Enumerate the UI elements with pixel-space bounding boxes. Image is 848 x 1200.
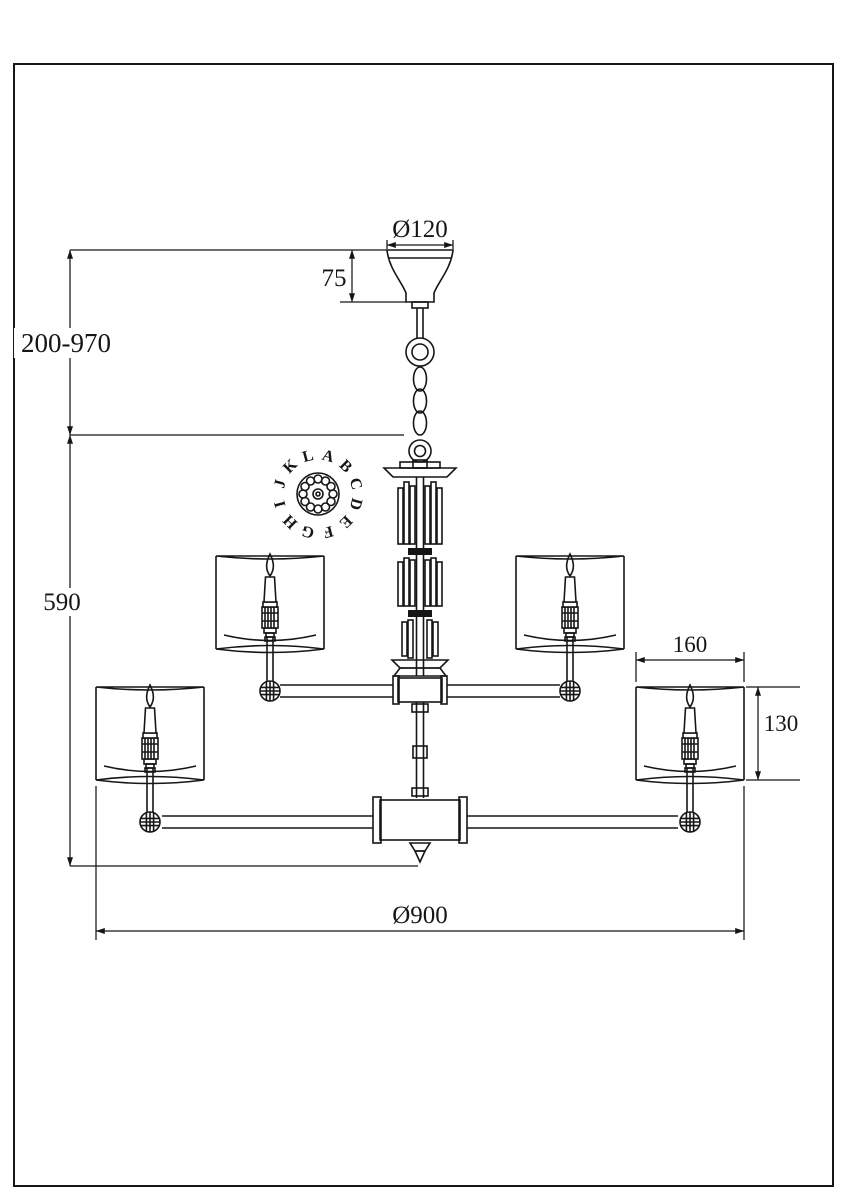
suspension-chain	[405, 308, 435, 469]
dim-shade-width: 160	[635, 632, 745, 682]
dim-canopy-diameter: Ø120	[386, 216, 454, 249]
center-rod	[411, 702, 429, 798]
dim-body-height: 590	[38, 434, 88, 867]
detail-letter: L	[301, 447, 316, 466]
border-frame	[13, 63, 834, 1187]
mounting-detail-disc: A B C D E F G H I J K L	[271, 447, 365, 542]
dim-shade-height: 130	[746, 686, 800, 781]
top-plate	[382, 461, 458, 478]
dim-suspension-range-label: 200-970	[21, 328, 111, 358]
dim-suspension-range: 200-970	[14, 249, 120, 436]
chandelier-drawing	[95, 249, 745, 864]
dim-body-height-label: 590	[43, 589, 81, 616]
detail-letter: K	[280, 456, 301, 477]
dim-overall-diameter-label: Ø900	[392, 902, 448, 929]
dim-canopy-diameter-label: Ø120	[392, 216, 448, 243]
lamp-lower-left	[95, 684, 205, 833]
dim-overall-diameter: Ø900	[95, 786, 745, 940]
lower-tier-arms	[162, 796, 678, 864]
detail-letter: B	[336, 457, 356, 477]
upper-tier-arms	[280, 675, 560, 705]
detail-letter: F	[321, 522, 335, 541]
lamp-upper-right	[515, 553, 625, 702]
ceiling-canopy	[386, 249, 454, 309]
detail-letter: D	[346, 496, 365, 512]
detail-letter: H	[280, 511, 301, 532]
detail-letter: C	[346, 476, 365, 492]
detail-letter: A	[320, 447, 336, 467]
detail-letter-ring: A B C D E F G H I J K L	[271, 447, 365, 542]
crystal-column	[390, 477, 450, 677]
dim-canopy-height-label: 75	[322, 265, 347, 292]
lamp-upper-left	[215, 553, 325, 702]
dim-canopy-height: 75	[322, 249, 406, 303]
detail-letter: G	[299, 522, 316, 542]
detail-letter: E	[336, 512, 356, 532]
detail-letter: J	[271, 478, 289, 490]
dim-shade-width-label: 160	[673, 632, 708, 657]
lamp-lower-right	[635, 684, 745, 833]
dimension-lines: Ø120 75 200-970 590 160	[14, 216, 800, 940]
dim-shade-height-label: 130	[764, 711, 799, 736]
detail-letter: I	[271, 499, 289, 509]
